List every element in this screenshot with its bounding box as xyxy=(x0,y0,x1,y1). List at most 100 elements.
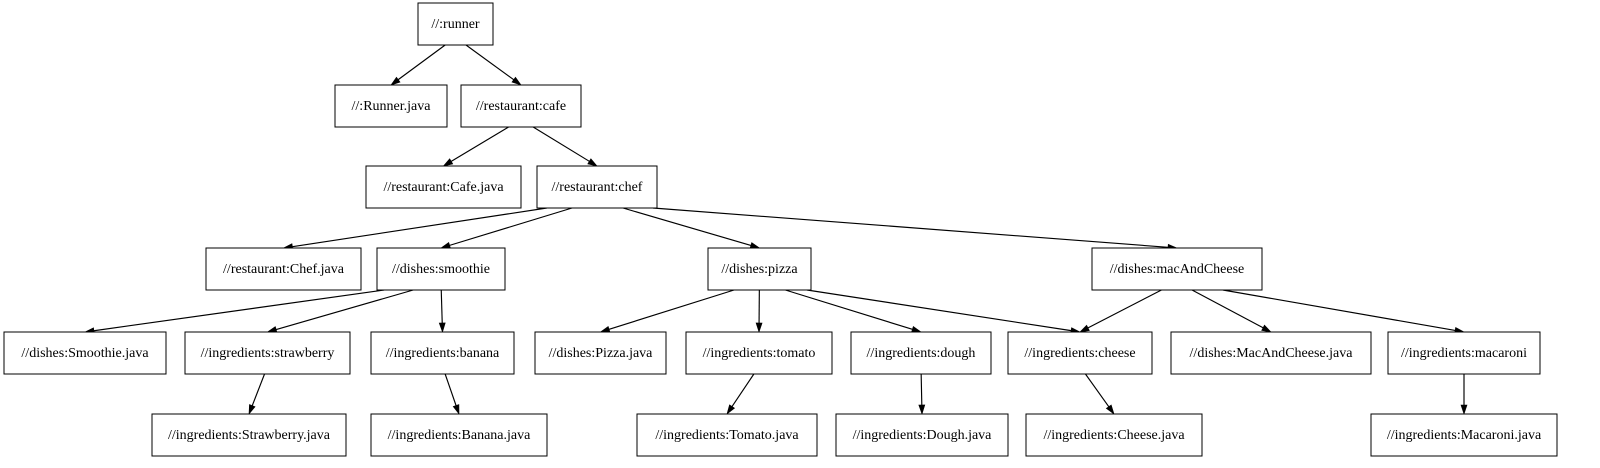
graph-node-cheese[interactable]: //ingredients:cheese xyxy=(1007,331,1153,375)
graph-node-cafe_java[interactable]: //restaurant:Cafe.java xyxy=(365,165,522,209)
node-label-cheese: //ingredients:cheese xyxy=(1024,346,1135,361)
graph-arrowhead-tomato-to-tomato_java xyxy=(726,404,736,415)
node-box-dough[interactable] xyxy=(850,331,992,375)
graph-edge-dough-to-dough_java xyxy=(920,373,923,406)
graph-edge-macandcheese-to-macandcheese_java xyxy=(1191,289,1264,329)
graph-node-macandcheese_java[interactable]: //dishes:MacAndCheese.java xyxy=(1170,331,1372,375)
graph-edge-chef-to-chef_java xyxy=(292,207,547,248)
node-box-banana_java[interactable] xyxy=(370,413,548,457)
graph-node-strawberry[interactable]: //ingredients:strawberry xyxy=(184,331,351,375)
node-label-macaroni_java: //ingredients:Macaroni.java xyxy=(1387,428,1542,443)
node-box-cheese_java[interactable] xyxy=(1025,413,1203,457)
graph-node-tomato[interactable]: //ingredients:tomato xyxy=(685,331,833,375)
graph-node-banana[interactable]: //ingredients:banana xyxy=(370,331,515,375)
node-label-macaroni: //ingredients:macaroni xyxy=(1401,346,1527,361)
graph-node-banana_java[interactable]: //ingredients:Banana.java xyxy=(370,413,548,457)
node-label-runner: //:runner xyxy=(431,17,480,32)
graph-node-strawberry_java[interactable]: //ingredients:Strawberry.java xyxy=(151,413,347,457)
graph-node-cafe[interactable]: //restaurant:cafe xyxy=(460,84,582,128)
node-box-smoothie_java[interactable] xyxy=(3,331,167,375)
graph-edge-macandcheese-to-macaroni xyxy=(1222,289,1456,332)
node-box-runner[interactable] xyxy=(417,2,494,46)
graph-arrowhead-pizza-to-tomato xyxy=(755,322,763,333)
graph-node-smoothie[interactable]: //dishes:smoothie xyxy=(376,247,506,291)
graph-arrowhead-macandcheese-to-cheese xyxy=(1079,324,1090,333)
node-box-pizza[interactable] xyxy=(707,247,812,291)
node-box-tomato_java[interactable] xyxy=(636,413,818,457)
node-label-pizza_java: //dishes:Pizza.java xyxy=(549,346,654,361)
graph-arrowhead-cheese-to-cheese_java xyxy=(1105,404,1115,415)
graph-edge-chef-to-pizza xyxy=(622,207,752,247)
graph-node-macaroni_java[interactable]: //ingredients:Macaroni.java xyxy=(1370,413,1558,457)
graph-node-macandcheese[interactable]: //dishes:macAndCheese xyxy=(1091,247,1263,291)
graph-arrowhead-runner-to-runner_java xyxy=(390,76,401,86)
node-box-cafe[interactable] xyxy=(460,84,582,128)
node-box-macaroni_java[interactable] xyxy=(1370,413,1558,457)
node-box-chef_java[interactable] xyxy=(205,247,362,291)
node-label-macandcheese: //dishes:macAndCheese xyxy=(1110,262,1245,277)
graph-edge-cafe-to-chef xyxy=(532,126,590,162)
graph-arrowhead-macandcheese-to-macandcheese_java xyxy=(1261,324,1272,333)
node-box-strawberry_java[interactable] xyxy=(151,413,347,457)
graph-node-chef_java[interactable]: //restaurant:Chef.java xyxy=(205,247,362,291)
node-label-dough: //ingredients:dough xyxy=(867,346,976,361)
graph-edge-smoothie-to-strawberry xyxy=(275,289,414,331)
graph-edge-macandcheese-to-cheese xyxy=(1087,289,1162,329)
graph-nodes-layer: //:runner //:Runner.java //restaurant:cafe… xyxy=(3,2,1558,457)
node-label-chef: //restaurant:chef xyxy=(552,180,643,195)
graph-node-cheese_java[interactable]: //ingredients:Cheese.java xyxy=(1025,413,1203,457)
node-box-cafe_java[interactable] xyxy=(365,165,522,209)
graph-node-macaroni[interactable]: //ingredients:macaroni xyxy=(1387,331,1541,375)
node-label-smoothie: //dishes:smoothie xyxy=(392,262,490,277)
graph-arrowhead-cafe-to-cafe_java xyxy=(442,158,454,167)
node-label-cafe_java: //restaurant:Cafe.java xyxy=(383,180,504,195)
node-box-tomato[interactable] xyxy=(685,331,833,375)
graph-edge-pizza-to-pizza_java xyxy=(608,289,735,330)
node-box-macaroni[interactable] xyxy=(1387,331,1541,375)
node-box-macandcheese_java[interactable] xyxy=(1170,331,1372,375)
graph-edges-layer xyxy=(84,44,1468,415)
graph-node-pizza_java[interactable]: //dishes:Pizza.java xyxy=(534,331,667,375)
graph-node-chef[interactable]: //restaurant:chef xyxy=(536,165,658,209)
node-label-macandcheese_java: //dishes:MacAndCheese.java xyxy=(1190,346,1354,361)
graph-edge-runner-to-runner_java xyxy=(397,44,446,81)
node-label-strawberry: //ingredients:strawberry xyxy=(201,346,335,361)
node-box-dough_java[interactable] xyxy=(835,413,1009,457)
node-label-tomato: //ingredients:tomato xyxy=(703,346,816,361)
node-box-runner_java[interactable] xyxy=(334,84,448,128)
graph-arrowhead-pizza-to-pizza_java xyxy=(599,325,611,333)
graph-node-pizza[interactable]: //dishes:pizza xyxy=(707,247,812,291)
graph-edge-chef-to-macandcheese xyxy=(652,207,1169,248)
node-box-macandcheese[interactable] xyxy=(1091,247,1263,291)
graph-node-runner[interactable]: //:runner xyxy=(417,2,494,46)
node-box-banana[interactable] xyxy=(370,331,515,375)
graph-arrowhead-runner-to-cafe xyxy=(511,76,522,86)
graph-edge-strawberry-to-strawberry_java xyxy=(251,373,266,406)
graph-node-dough[interactable]: //ingredients:dough xyxy=(850,331,992,375)
node-box-chef[interactable] xyxy=(536,165,658,209)
graph-edge-runner-to-cafe xyxy=(465,44,515,81)
graph-arrowhead-strawberry-to-strawberry_java xyxy=(248,404,256,415)
graph-arrowhead-dough-to-dough_java xyxy=(918,404,926,415)
graph-edge-cafe-to-cafe_java xyxy=(450,126,509,162)
graph-node-dough_java[interactable]: //ingredients:Dough.java xyxy=(835,413,1009,457)
node-label-tomato_java: //ingredients:Tomato.java xyxy=(655,428,799,443)
graph-edge-cheese-to-cheese_java xyxy=(1084,373,1110,408)
graph-node-runner_java[interactable]: //:Runner.java xyxy=(334,84,448,128)
graph-node-tomato_java[interactable]: //ingredients:Tomato.java xyxy=(636,413,818,457)
node-box-strawberry[interactable] xyxy=(184,331,351,375)
node-box-cheese[interactable] xyxy=(1007,331,1153,375)
node-label-runner_java: //:Runner.java xyxy=(352,99,432,114)
graph-edge-smoothie-to-smoothie_java xyxy=(93,289,385,332)
node-label-pizza: //dishes:pizza xyxy=(721,262,798,277)
graph-arrowhead-macaroni-to-macaroni_java xyxy=(1460,404,1468,415)
graph-arrowhead-cafe-to-chef xyxy=(587,158,598,167)
graph-arrowhead-smoothie-to-banana xyxy=(438,322,446,333)
graph-arrowhead-banana-to-banana_java xyxy=(452,404,460,415)
node-box-smoothie[interactable] xyxy=(376,247,506,291)
graph-node-smoothie_java[interactable]: //dishes:Smoothie.java xyxy=(3,331,167,375)
node-box-pizza_java[interactable] xyxy=(534,331,667,375)
node-label-chef_java: //restaurant:Chef.java xyxy=(223,262,345,277)
